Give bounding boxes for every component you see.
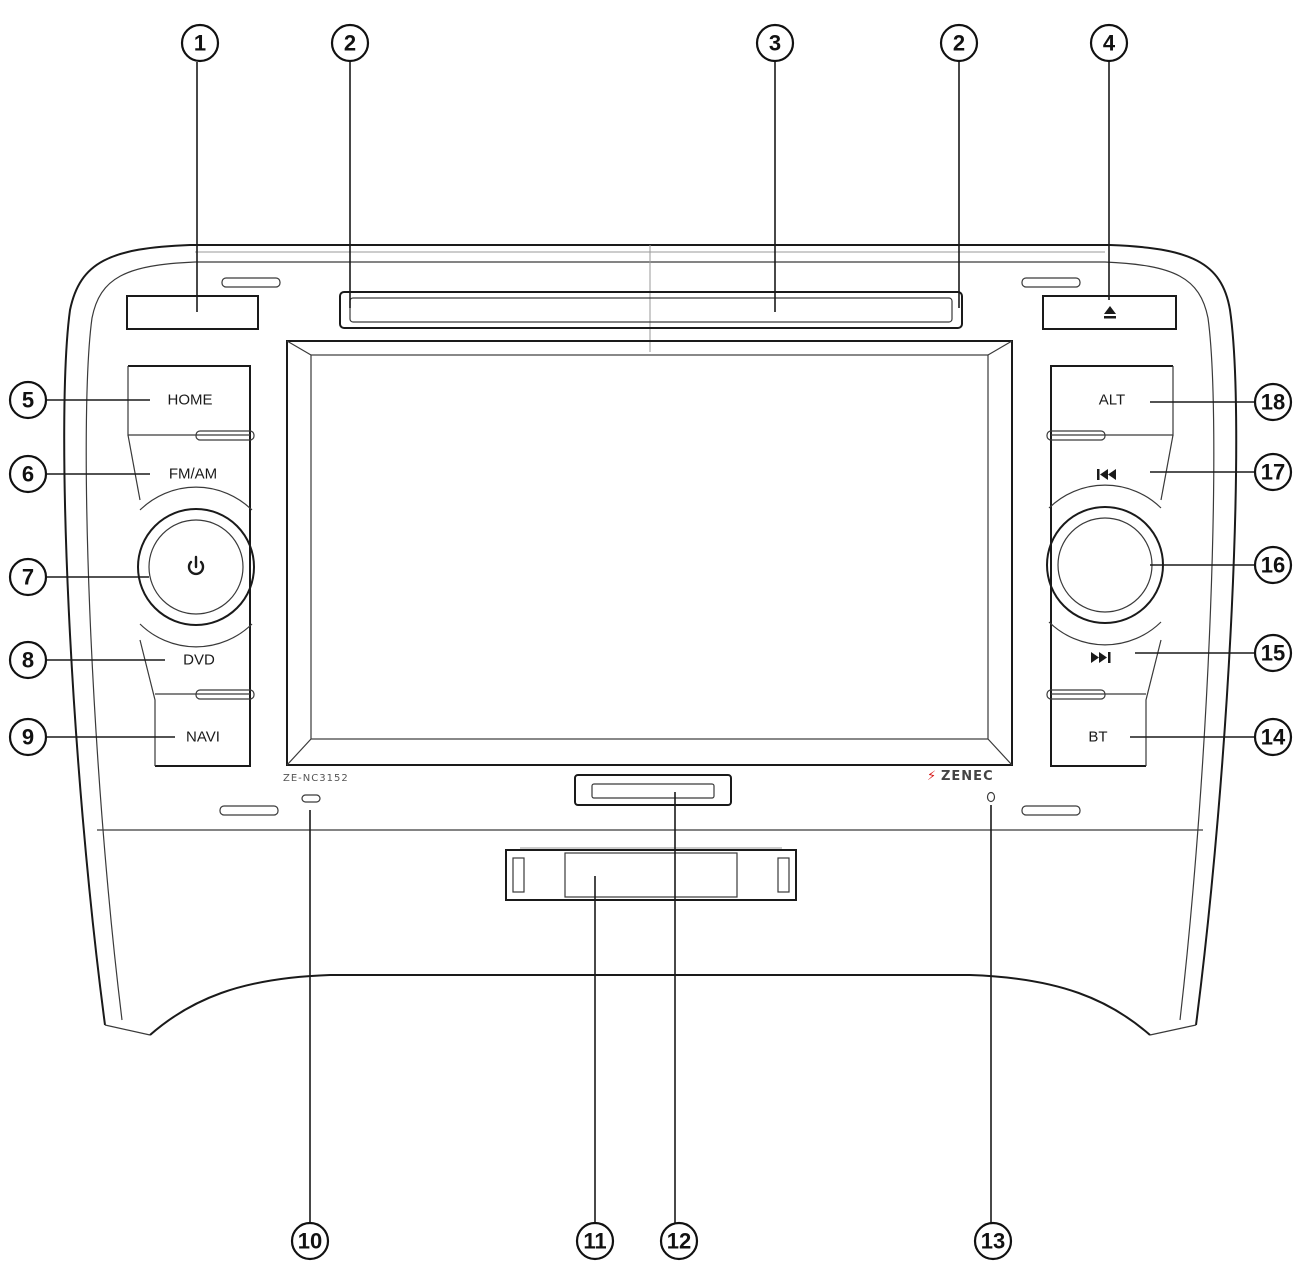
left-button-column	[127, 365, 255, 767]
brand-logo: ⚡ ZENEC	[927, 769, 994, 784]
svg-text:10: 10	[298, 1229, 322, 1254]
callout-8: 8	[8, 640, 48, 680]
svg-text:2: 2	[344, 31, 356, 56]
callout-15: 15	[1253, 633, 1293, 673]
alt-button[interactable]: ALT	[1099, 392, 1125, 409]
callout-12: 12	[659, 1221, 699, 1261]
callout-16: 16	[1253, 545, 1293, 585]
skip-previous-icon	[1097, 469, 1116, 480]
svg-text:7: 7	[22, 565, 34, 590]
callout-7: 7	[8, 557, 48, 597]
microphone-hole	[986, 791, 996, 803]
fm-am-label: FM/AM	[169, 466, 217, 483]
bt-label: BT	[1088, 729, 1107, 746]
svg-text:9: 9	[22, 725, 34, 750]
model-label: ZE-NC3152	[283, 773, 349, 784]
navi-label: NAVI	[186, 729, 220, 746]
alt-label: ALT	[1099, 392, 1125, 409]
svg-text:2: 2	[953, 31, 965, 56]
callout-2-right: 2	[939, 23, 979, 63]
svg-text:4: 4	[1103, 31, 1116, 56]
callout-17: 17	[1253, 452, 1293, 492]
svg-text:17: 17	[1261, 460, 1285, 485]
svg-text:1: 1	[194, 31, 206, 56]
callout-14: 14	[1253, 717, 1293, 757]
callout-1: 1	[180, 23, 220, 63]
touch-screen[interactable]	[286, 340, 1013, 766]
disc-slot[interactable]	[339, 291, 963, 329]
callout-13: 13	[973, 1221, 1013, 1261]
callout-11: 11	[575, 1221, 615, 1261]
svg-text:12: 12	[667, 1229, 691, 1254]
eject-button[interactable]	[1042, 295, 1177, 330]
svg-text:18: 18	[1261, 390, 1285, 415]
brand-label: ZENEC	[941, 769, 994, 784]
callout-3: 3	[755, 23, 795, 63]
skip-next-icon	[1091, 652, 1111, 663]
bt-button[interactable]: BT	[1088, 729, 1107, 746]
skip-next-button[interactable]	[1091, 652, 1111, 663]
callout-6: 6	[8, 454, 48, 494]
callout-2-left: 2	[330, 23, 370, 63]
svg-text:6: 6	[22, 462, 34, 487]
top-left-key[interactable]	[126, 295, 259, 330]
svg-text:8: 8	[22, 648, 34, 673]
power-icon	[187, 555, 205, 576]
callout-10: 10	[290, 1221, 330, 1261]
svg-text:14: 14	[1261, 725, 1286, 750]
led-indicator	[301, 794, 321, 803]
svg-text:⚡: ⚡	[927, 769, 936, 784]
home-label: HOME	[168, 392, 213, 409]
usb-port-cover[interactable]	[505, 847, 797, 901]
svg-text:15: 15	[1261, 641, 1285, 666]
callouts: 1 2 3 2 4 5 6 7 8 9 10 11 12 13 14 15 16…	[8, 23, 1293, 1261]
svg-text:13: 13	[981, 1229, 1005, 1254]
fm-am-button[interactable]: FM/AM	[169, 466, 217, 483]
callout-5: 5	[8, 380, 48, 420]
sd-card-slot[interactable]	[574, 774, 732, 806]
fascia-outline	[63, 244, 1238, 1036]
navi-button[interactable]: NAVI	[186, 729, 220, 746]
svg-text:16: 16	[1261, 553, 1285, 578]
svg-text:11: 11	[583, 1229, 606, 1254]
dvd-label: DVD	[183, 652, 215, 669]
svg-text:3: 3	[769, 31, 781, 56]
leader-lines	[47, 62, 1254, 1223]
tuning-knob[interactable]	[1046, 484, 1164, 646]
callout-9: 9	[8, 717, 48, 757]
callout-4: 4	[1089, 23, 1129, 63]
skip-previous-button[interactable]	[1097, 469, 1116, 480]
eject-icon	[1104, 306, 1116, 319]
callout-18: 18	[1253, 382, 1293, 422]
dvd-button[interactable]: DVD	[183, 652, 215, 669]
right-button-column	[1046, 365, 1174, 767]
power-volume-knob[interactable]	[137, 486, 255, 648]
home-button[interactable]: HOME	[168, 392, 213, 409]
svg-text:5: 5	[22, 388, 34, 413]
